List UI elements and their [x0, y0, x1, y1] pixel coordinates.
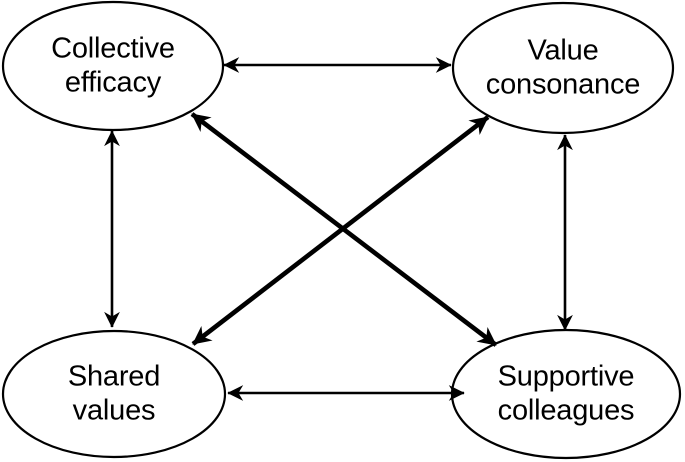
node-collective-efficacy[interactable]	[1, 0, 225, 132]
node-value-consonance[interactable]	[451, 1, 675, 135]
edge-shared-values-value-consonance	[191, 115, 490, 346]
node-supportive-colleagues[interactable]	[450, 328, 682, 460]
node-shared-values[interactable]	[1, 329, 227, 459]
